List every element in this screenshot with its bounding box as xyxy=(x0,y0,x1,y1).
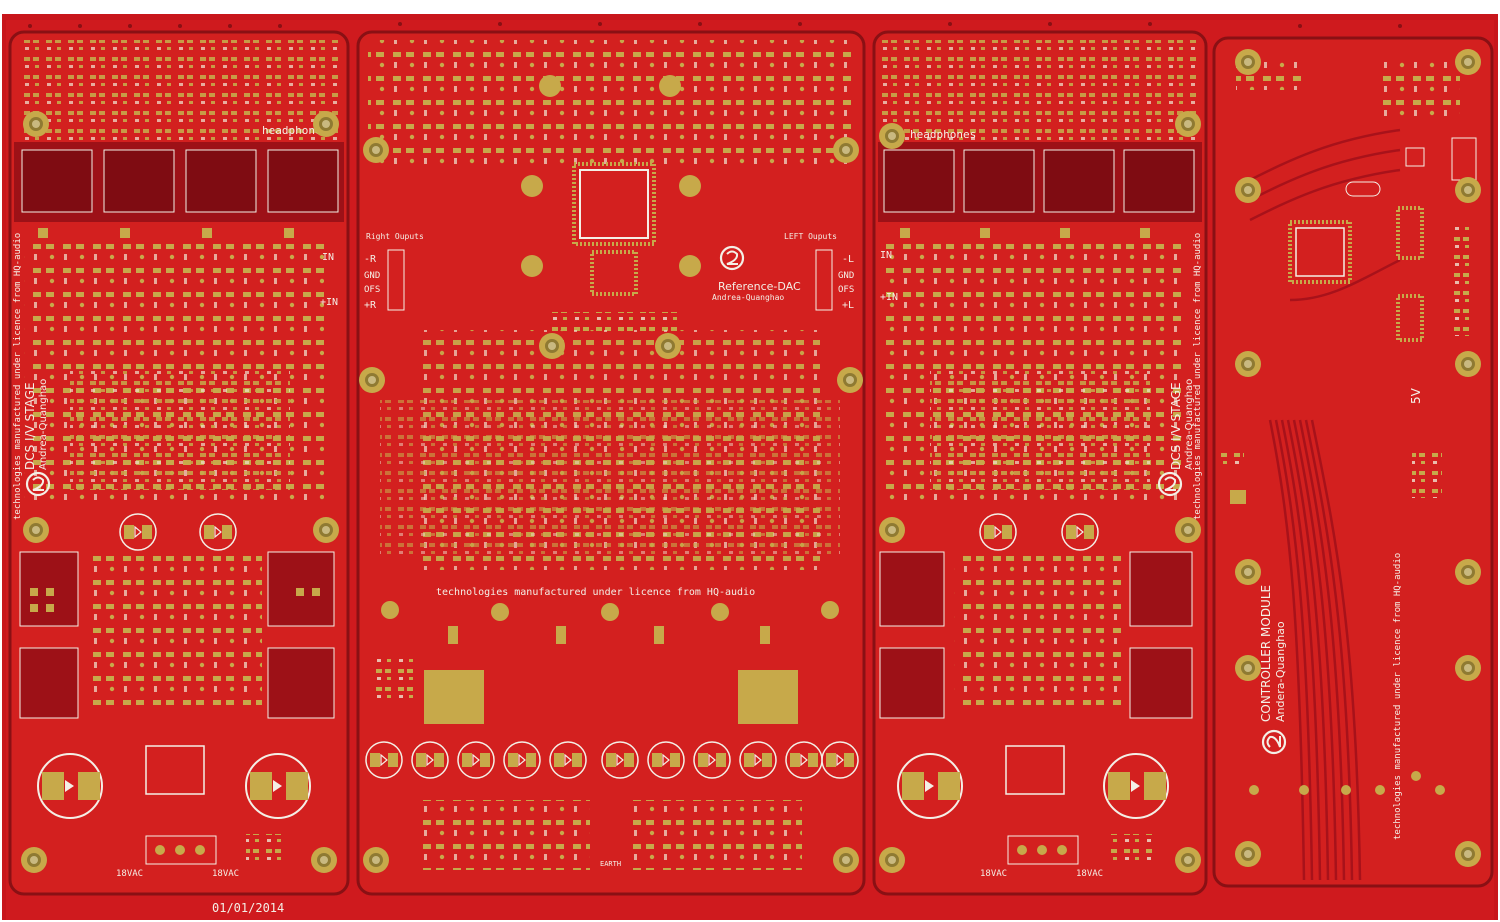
stage-left-io-label-1: IN xyxy=(322,252,334,263)
board-stage-left: headphones IN +IN DCS I/V STAGE Andrea-Q… xyxy=(8,30,350,896)
dac-left-pin-1: -L xyxy=(842,254,854,265)
controller-voltage-label: 5V xyxy=(1409,387,1423,404)
stage-right-vac-right: 18VAC xyxy=(1076,869,1103,879)
board-stage-right: headphones IN +IN DCS I/V STAGE Andrea-Q… xyxy=(872,30,1208,896)
board-controller: 5V CONTROLLER MODULE Andera-Quanghao tec… xyxy=(1212,36,1494,888)
stage-left-author: Andrea-Quanghao xyxy=(38,379,49,470)
dac-right-outputs-label: Right Ouputs xyxy=(366,232,424,241)
stage-left-licence: technologies manufactured under licence … xyxy=(13,233,23,520)
dac-left-pin-2: GND xyxy=(838,271,854,281)
controller-licence: technologies manufactured under licence … xyxy=(1393,553,1403,840)
panel-date-code: 01/01/2014 xyxy=(212,901,284,915)
dac-right-pin-2: GND xyxy=(364,271,380,281)
stage-right-io-label-2: +IN xyxy=(880,292,898,303)
stage-right-author: Andrea-Quanghao xyxy=(1184,379,1195,470)
dac-title: Reference-DAC xyxy=(718,280,801,293)
dac-left-pin-4: +L xyxy=(842,300,854,311)
dac-right-pin-4: +R xyxy=(364,300,377,311)
stage-left-headphones-label: headphones xyxy=(262,124,328,137)
dac-left-outputs-label: LEFT Ouputs xyxy=(784,232,837,241)
stage-right-vac-left: 18VAC xyxy=(980,869,1007,879)
controller-title: CONTROLLER MODULE xyxy=(1259,585,1273,722)
stage-right-title: DCS I/V STAGE xyxy=(1169,382,1183,470)
stage-left-vac-left: 18VAC xyxy=(116,869,143,879)
stage-right-io-label-1: IN xyxy=(880,250,892,261)
dac-earth-label: EARTH xyxy=(600,860,621,868)
dac-licence: technologies manufactured under licence … xyxy=(436,587,755,598)
stage-right-headphones-label: headphones xyxy=(910,128,976,141)
dac-left-pin-3: OFS xyxy=(838,285,854,295)
controller-author: Andera-Quanghao xyxy=(1274,621,1287,722)
stage-left-title: DCS I/V STAGE xyxy=(23,382,37,470)
dac-right-pin-3: OFS xyxy=(364,285,380,295)
stage-left-vac-right: 18VAC xyxy=(212,869,239,879)
board-dac: Reference-DAC Andrea-Quanghao Right Oupu… xyxy=(356,30,866,896)
stage-right-licence: technologies manufactured under licence … xyxy=(1193,233,1203,520)
dac-right-pin-1: -R xyxy=(364,254,377,265)
stage-left-io-label-2: +IN xyxy=(320,297,338,308)
dac-author: Andrea-Quanghao xyxy=(712,293,784,302)
